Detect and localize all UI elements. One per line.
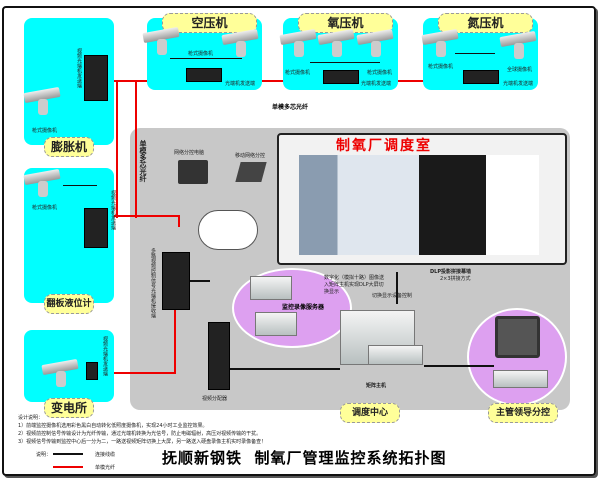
tx-label: 视频光端机发送端 [76, 48, 82, 88]
optical-transmitter-icon [86, 362, 98, 380]
camera-icon [421, 28, 462, 58]
legend-fiber-label: 单模光纤 [95, 465, 116, 471]
optical-transmitter-icon [463, 70, 499, 84]
fiber-line [178, 215, 180, 227]
video-splitter-icon[interactable] [208, 322, 230, 390]
optical-transmitter-icon [323, 70, 359, 84]
legend-cable-label: 连接线缆 [95, 452, 116, 458]
camera-icon [142, 26, 183, 56]
camera-label: 枪式摄像机 [428, 64, 454, 70]
matrix-label: 矩阵主机 [366, 383, 387, 389]
camera-icon [317, 28, 358, 58]
tx-label: 视频光端机发送端 [110, 190, 116, 230]
fiber-line [110, 215, 180, 217]
server-icon[interactable] [255, 312, 297, 336]
network-cloud-icon [198, 210, 258, 250]
fiber-label: 单模多芯光纤 [139, 140, 147, 182]
legend-cable-line [53, 453, 83, 455]
dlp-sub-label: 2×3拼接方式 [440, 276, 471, 282]
cable-line [230, 368, 340, 370]
pc-label: 网络分控电脑 [174, 150, 205, 156]
keyboard-icon[interactable] [368, 345, 423, 365]
optical-transmitter-icon [84, 208, 108, 248]
camera-label: 枪式摄像机 [188, 51, 214, 57]
camera-icon [23, 168, 64, 198]
camera-label: 枪式摄像机 [367, 70, 393, 76]
site-label: 变电所 [44, 398, 94, 418]
cable-line [424, 365, 494, 367]
camera-icon [279, 28, 320, 58]
camera-label: 枪式摄像机 [285, 70, 311, 76]
diagram-frame [2, 6, 596, 476]
camera-icon [221, 28, 262, 58]
optical-transmitter-icon [186, 68, 222, 82]
dlp-wall-icon [299, 155, 539, 255]
fiber-line [135, 80, 137, 218]
optical-receiver-icon [162, 252, 190, 310]
camera-icon [499, 30, 540, 60]
arrow-up-icon [396, 272, 398, 304]
legend-fiber-line [53, 466, 83, 468]
optical-transmitter-icon [84, 55, 108, 101]
monitor-icon[interactable] [495, 316, 540, 358]
server-icon[interactable] [250, 276, 292, 300]
camera-icon [23, 86, 64, 116]
legend-heading: 说明： [36, 452, 52, 458]
dlp-label: DLP投影拼接幕墙 [430, 269, 472, 275]
switch-label: 切换显示设备控制 [372, 293, 413, 299]
cable-line [310, 62, 380, 63]
fiber-line [116, 80, 118, 218]
dispatch-label: 调度中心 [340, 403, 400, 423]
room-title: 制氧厂调度室 [336, 138, 432, 154]
tx-label: 光端机发送端 [225, 81, 256, 87]
cable-line [170, 58, 242, 59]
diagram-title: 抚顺新钢铁 制氧厂管理监控系统拓扑图 [162, 449, 447, 467]
note-item: 3）视频信号传输到监控中心后一分为二，一路送视频矩阵切换上大屏，另一路送入硬盘录… [18, 439, 267, 445]
camera-label: 枪式摄像机 [32, 128, 58, 134]
note-item: 1）前端监控摄像机选用彩色黑白自动转化低照度摄像机，实现24小时工业监控效果。 [18, 423, 208, 429]
tx-label: 光端机发送端 [503, 81, 534, 87]
fiber-line [174, 310, 176, 374]
cable-line [455, 53, 495, 54]
note-item: 2）视频前控制信号传输设计为光纤传输，通过光端机转换为光信号，防止电磁辐射，高压… [18, 431, 262, 437]
site-label: 翻板液位计 [44, 294, 94, 314]
server-label: 监控录像服务器 [282, 304, 325, 311]
laptop-icon[interactable] [235, 162, 267, 182]
tx-label: 视频光端机发送端 [102, 336, 108, 376]
laptop-label: 移动网络分控 [235, 153, 266, 159]
rx-label: 多路视频控制信号光端机接收端 [150, 248, 156, 318]
notes-heading: 设计说明： [18, 415, 44, 421]
fiber-label: 单模多芯光纤 [272, 104, 309, 111]
feed-label: 数字化（模拟十路）图像送入矩阵主机实现DLP大屏切换显示 [324, 275, 385, 295]
camera-icon [356, 28, 397, 58]
camera-label: 枪式摄像机 [32, 205, 58, 211]
site-label: 氮压机 [438, 13, 533, 33]
leader-label: 主管领导分控 [488, 403, 558, 423]
tx-label: 光端机发送端 [361, 81, 392, 87]
splitter-label: 视频分配器 [202, 396, 228, 402]
fiber-line [105, 372, 175, 374]
site-label: 膨胀机 [44, 137, 94, 157]
cable-line [190, 280, 210, 282]
keyboard-icon[interactable] [493, 370, 548, 388]
camera-icon [41, 358, 82, 388]
site-label: 空压机 [162, 13, 257, 33]
camera-label: 全球摄像机 [507, 67, 533, 73]
desktop-pc-icon[interactable] [178, 160, 208, 184]
cable-line [63, 185, 97, 186]
